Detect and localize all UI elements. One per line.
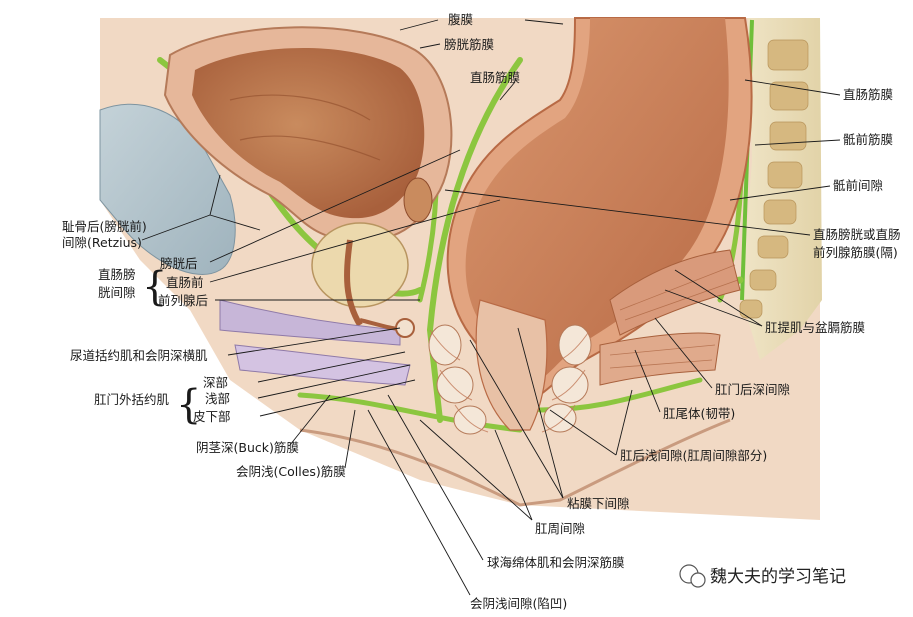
label-presacral-fascia: 骶前筋膜 — [843, 132, 893, 147]
brace-external-sphincter: { — [176, 382, 201, 428]
levator-ani-muscle — [599, 249, 741, 386]
label-retroprostatic: 前列腺后 — [158, 293, 208, 308]
labels: 腹膜 膀胱筋膜 直肠筋膜 直肠筋膜 骶前筋膜 骶前间隙 直肠膀胱或直肠 前列腺筋… — [62, 12, 901, 611]
leader-lines — [141, 19, 841, 596]
label-retropubic-space-1: 耻骨后(膀胱前) — [62, 219, 147, 234]
label-peritoneum: 腹膜 — [448, 12, 473, 27]
label-rectovesical-space-1: 直肠膀 — [98, 267, 136, 282]
label-external-sphincter: 肛门外括约肌 — [94, 392, 170, 407]
label-colles-fascia: 会阴浅(Colles)筋膜 — [236, 464, 346, 479]
label-retrorectal-deep-space: 肛门后深间隙 — [715, 382, 790, 397]
label-rectovesical-septum-2: 前列腺筋膜(隔) — [813, 245, 898, 260]
label-bulbospongiosus: 球海绵体肌和会阴深筋膜 — [487, 555, 625, 570]
label-retropubic-space-2: 间隙(Retzius) — [62, 235, 142, 250]
label-prerectal: 直肠前 — [166, 275, 204, 290]
prostate — [311, 177, 433, 327]
label-rectovesical-septum-1: 直肠膀胱或直肠 — [813, 227, 901, 242]
label-buck-fascia: 阴茎深(Buck)筋膜 — [196, 440, 299, 455]
penile-structures — [219, 299, 415, 386]
label-rectovesical-space-2: 胱间隙 — [98, 285, 136, 300]
label-retrovesical: 膀胱后 — [160, 256, 198, 271]
label-superficial-perineal-space: 会阴浅间隙(陷凹) — [470, 596, 567, 611]
sacrum-coccyx — [739, 18, 822, 360]
label-retroanal-superficial-space: 肛后浅间隙(肛周间隙部分) — [620, 448, 767, 463]
label-superficial-part: 浅部 — [205, 391, 230, 406]
label-levator-ani: 肛提肌与盆膈筋膜 — [765, 320, 865, 335]
label-rectal-fascia-right: 直肠筋膜 — [843, 87, 893, 102]
anal-canal — [428, 299, 592, 435]
label-subcutaneous-part: 皮下部 — [193, 409, 231, 424]
label-urethral-sphincter: 尿道括约肌和会阴深横肌 — [70, 348, 208, 363]
bladder — [163, 26, 453, 242]
label-vesical-fascia: 膀胱筋膜 — [444, 37, 494, 52]
perineal-skin — [299, 418, 731, 507]
label-submucosal-space: 粘膜下间隙 — [567, 496, 630, 511]
label-deep-part: 深部 — [203, 375, 228, 390]
watermark-text: 魏大夫的学习笔记 — [710, 567, 846, 587]
label-presacral-space: 骶前间隙 — [833, 178, 883, 193]
label-anococcygeal-body: 肛尾体(韧带) — [663, 406, 735, 421]
watermark: 魏大夫的学习笔记 — [679, 564, 846, 588]
brace-rectovesical: { — [142, 264, 167, 310]
label-rectal-fascia-top: 直肠筋膜 — [470, 70, 520, 85]
label-perianal-space: 肛周间隙 — [535, 521, 585, 536]
